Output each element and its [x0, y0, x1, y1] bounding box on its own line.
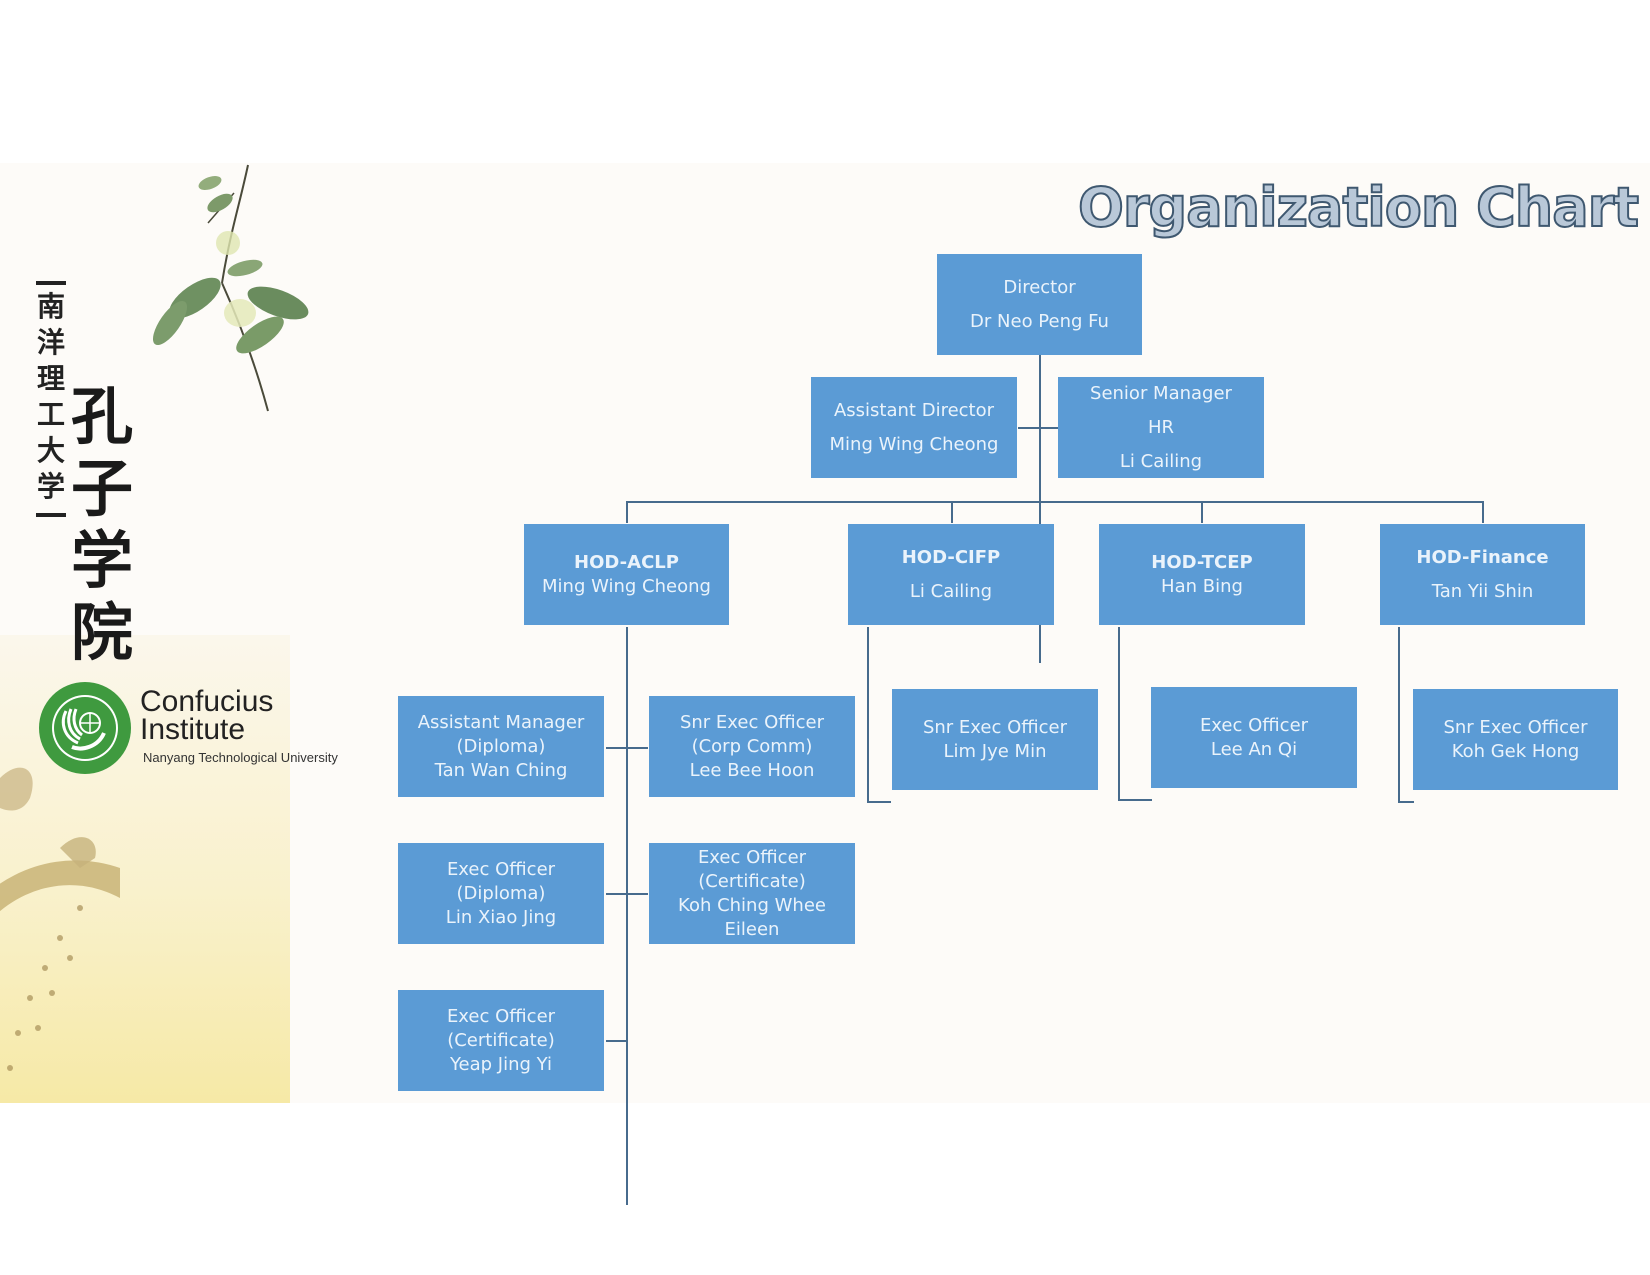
- leaf-branch-illustration: [152, 164, 309, 412]
- node-detail: (Certificate): [698, 870, 806, 892]
- cn-char: 理: [36, 362, 65, 395]
- org-node-finance-snr-exec-officer[interactable]: Snr Exec Officer Koh Gek Hong: [1413, 689, 1618, 790]
- node-role: Snr Exec Officer: [1443, 716, 1588, 738]
- connector: [606, 747, 648, 749]
- connector: [606, 893, 648, 895]
- node-name-cont: Eileen: [724, 918, 780, 940]
- node-dept: HR: [1147, 416, 1175, 438]
- cn-char: 学: [70, 524, 133, 597]
- jade-ring-illustration: [0, 767, 120, 1071]
- node-name: Koh Ching Whee: [678, 894, 826, 916]
- node-role: HOD-ACLP: [574, 551, 679, 573]
- node-role: Assistant Manager: [417, 711, 585, 733]
- slide: 南 洋 理 工 大 学 孔 子 学 院 Confucius Institute …: [0, 163, 1650, 1205]
- institute-name-cn: 孔 子 学 院: [70, 381, 134, 669]
- chart-title: Organization Chart: [1077, 176, 1640, 240]
- connector: [606, 1040, 628, 1042]
- node-role: HOD-Finance: [1416, 546, 1549, 568]
- cn-char: 学: [36, 470, 65, 503]
- org-node-hod-aclp[interactable]: HOD-ACLP Ming Wing Cheong: [524, 524, 729, 625]
- connector: [1398, 627, 1400, 803]
- org-node-director[interactable]: Director Dr Neo Peng Fu: [937, 254, 1142, 355]
- node-role: Assistant Director: [833, 399, 995, 421]
- org-node-hod-tcep[interactable]: HOD-TCEP Han Bing: [1099, 524, 1305, 625]
- cn-char: 洋: [36, 326, 65, 359]
- org-node-tcep-exec-officer[interactable]: Exec Officer Lee An Qi: [1151, 687, 1357, 788]
- cn-char: 工: [36, 398, 65, 431]
- node-name: Koh Gek Hong: [1451, 740, 1580, 762]
- node-name: Tan Wan Ching: [434, 759, 568, 781]
- connector: [1482, 501, 1484, 523]
- node-name: Yeap Jing Yi: [449, 1053, 553, 1075]
- org-node-exec-officer-certificate-koh[interactable]: Exec Officer (Certificate) Koh Ching Whe…: [649, 843, 855, 944]
- org-node-hod-finance[interactable]: HOD-Finance Tan Yii Shin: [1380, 524, 1585, 625]
- node-role: Director: [1003, 276, 1076, 298]
- node-name: Ming Wing Cheong: [542, 575, 711, 597]
- cjk-bar-bottom: [36, 513, 66, 517]
- node-name: Lim Jye Min: [943, 740, 1047, 762]
- connector: [1398, 801, 1414, 803]
- confucius-institute-logo: [39, 682, 131, 774]
- node-role: Exec Officer: [446, 1005, 556, 1027]
- logo-subtitle: Nanyang Technological University: [143, 750, 338, 765]
- node-name: Han Bing: [1161, 575, 1243, 597]
- connector: [1018, 427, 1060, 429]
- node-name: Lee An Qi: [1210, 738, 1298, 760]
- cn-char: 子: [70, 452, 133, 525]
- cn-char: 院: [70, 596, 133, 669]
- connector: [1039, 338, 1041, 663]
- node-role: Exec Officer: [446, 858, 556, 880]
- org-node-assistant-manager-diploma[interactable]: Assistant Manager (Diploma) Tan Wan Chin…: [398, 696, 604, 797]
- org-node-assistant-director[interactable]: Assistant Director Ming Wing Cheong: [811, 377, 1017, 478]
- org-node-snr-exec-officer-corp-comm[interactable]: Snr Exec Officer (Corp Comm) Lee Bee Hoo…: [649, 696, 855, 797]
- connector: [626, 501, 628, 523]
- node-role: Exec Officer: [697, 846, 807, 868]
- connector: [1118, 799, 1152, 801]
- cn-char: 孔: [70, 380, 133, 453]
- connector: [951, 501, 953, 523]
- university-name-cn: 南 洋 理 工 大 学: [34, 289, 68, 505]
- node-detail: (Certificate): [447, 1029, 555, 1051]
- node-role: HOD-CIFP: [901, 546, 1001, 568]
- logo-wordmark: Confucius Institute: [140, 685, 274, 746]
- node-detail: (Diploma): [456, 735, 546, 757]
- node-name: Tan Yii Shin: [1431, 580, 1534, 602]
- node-role: Snr Exec Officer: [679, 711, 825, 733]
- node-name: Lin Xiao Jing: [445, 906, 557, 928]
- node-name: Ming Wing Cheong: [829, 433, 999, 455]
- logo-line-1: Confucius: [140, 685, 274, 718]
- connector: [626, 501, 1484, 503]
- connector: [867, 801, 891, 803]
- node-role: HOD-TCEP: [1151, 551, 1253, 573]
- cjk-bar-top: [36, 281, 66, 285]
- connector: [1201, 501, 1203, 523]
- node-role: Exec Officer: [1199, 714, 1309, 736]
- org-node-senior-manager-hr[interactable]: Senior Manager HR Li Cailing: [1058, 377, 1264, 478]
- cn-char: 大: [36, 434, 65, 467]
- org-node-hod-cifp[interactable]: HOD-CIFP Li Cailing: [848, 524, 1054, 625]
- cn-char: 南: [36, 290, 65, 323]
- node-name: Lee Bee Hoon: [689, 759, 815, 781]
- node-detail: (Diploma): [456, 882, 546, 904]
- connector: [1118, 627, 1120, 801]
- node-name: Li Cailing: [1119, 450, 1203, 472]
- node-name: Li Cailing: [909, 580, 993, 602]
- logo-line-2: Institute: [140, 713, 246, 746]
- node-detail: (Corp Comm): [691, 735, 813, 757]
- org-node-cifp-snr-exec-officer[interactable]: Snr Exec Officer Lim Jye Min: [892, 689, 1098, 790]
- node-role: Snr Exec Officer: [922, 716, 1068, 738]
- connector: [626, 627, 628, 1205]
- connector: [867, 627, 869, 803]
- node-name: Dr Neo Peng Fu: [970, 310, 1109, 332]
- node-role: Senior Manager: [1090, 382, 1232, 404]
- org-node-exec-officer-diploma[interactable]: Exec Officer (Diploma) Lin Xiao Jing: [398, 843, 604, 944]
- org-node-exec-officer-certificate-yeap[interactable]: Exec Officer (Certificate) Yeap Jing Yi: [398, 990, 604, 1091]
